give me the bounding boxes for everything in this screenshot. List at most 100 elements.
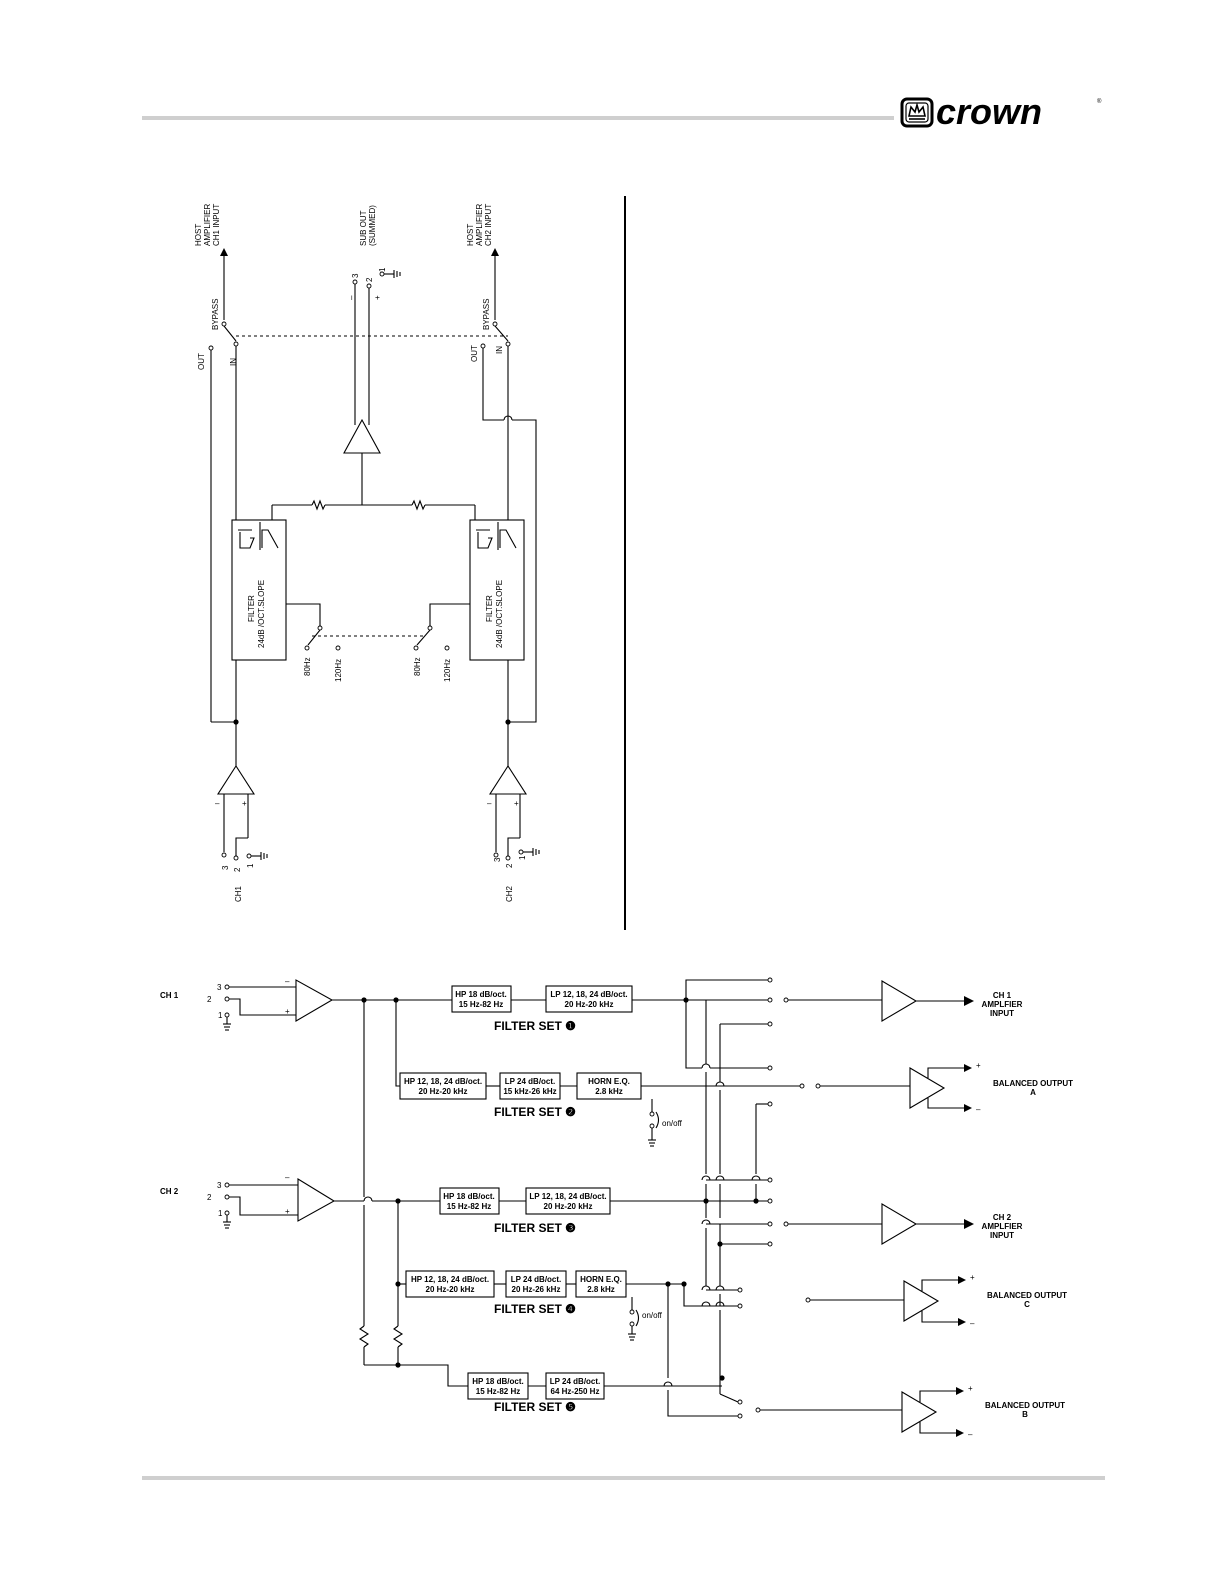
svg-text:120Hz: 120Hz [334, 659, 343, 682]
svg-text:1: 1 [378, 267, 387, 272]
header-rule [142, 116, 894, 120]
svg-text:CH 1: CH 1 [160, 991, 179, 1000]
svg-text:(SUMMED): (SUMMED) [368, 205, 377, 246]
balanced-output-a: + – BALANCED OUTPUT A [820, 1061, 1073, 1114]
svg-text:80Hz: 80Hz [303, 657, 312, 676]
svg-text:–: – [968, 1430, 973, 1439]
svg-text:LP 12, 18, 24 dB/oct.: LP 12, 18, 24 dB/oct. [550, 990, 627, 999]
ch1-input-amp: – + 3 2 1 CH1 [215, 764, 268, 902]
svg-text:CH2 INPUT: CH2 INPUT [484, 204, 493, 246]
svg-text:BALANCED OUTPUT: BALANCED OUTPUT [985, 1401, 1065, 1410]
footer-rule [142, 1476, 1105, 1480]
svg-text:BYPASS: BYPASS [211, 299, 220, 330]
svg-text:C: C [1024, 1300, 1030, 1309]
svg-text:FILTER SET ❷: FILTER SET ❷ [494, 1105, 576, 1119]
svg-text:1: 1 [246, 863, 255, 868]
svg-text:FILTER: FILTER [485, 595, 494, 622]
svg-text:+: + [514, 799, 519, 808]
svg-text:+: + [285, 1007, 290, 1016]
svg-text:BYPASS: BYPASS [482, 299, 491, 330]
svg-text:HP 18 dB/oct.: HP 18 dB/oct. [443, 1192, 494, 1201]
svg-text:INPUT: INPUT [990, 1231, 1014, 1240]
svg-text:2: 2 [365, 277, 374, 282]
svg-text:AMPLIFIER: AMPLIFIER [203, 204, 212, 246]
svg-text:FILTER SET ❶: FILTER SET ❶ [494, 1019, 576, 1033]
svg-text:+: + [968, 1384, 973, 1393]
svg-text:OUT: OUT [197, 353, 206, 370]
svg-text:HOST: HOST [466, 224, 475, 246]
svg-text:2: 2 [207, 995, 212, 1004]
ch1-amplifier-output: CH 1 AMPLFIER INPUT [788, 980, 1023, 1022]
svg-text:+: + [242, 799, 247, 808]
svg-text:FILTER: FILTER [247, 595, 256, 622]
svg-text:2: 2 [233, 867, 242, 872]
ch2-host-label: HOST AMPLIFIER CH2 INPUT [466, 204, 493, 246]
svg-text:FILTER SET ❸: FILTER SET ❸ [494, 1221, 576, 1235]
svg-text:BALANCED OUTPUT: BALANCED OUTPUT [987, 1291, 1067, 1300]
svg-text:3: 3 [221, 865, 230, 870]
svg-text:CH1 INPUT: CH1 INPUT [212, 204, 221, 246]
svg-text:INPUT: INPUT [990, 1009, 1014, 1018]
svg-text:–: – [487, 799, 492, 808]
svg-text:IN: IN [229, 358, 238, 366]
column-divider [624, 196, 626, 930]
svg-text:CH 2: CH 2 [160, 1187, 179, 1196]
balanced-output-c: + – BALANCED OUTPUT C [810, 1273, 1067, 1328]
routing-switches [737, 977, 821, 1419]
svg-text:CH 2: CH 2 [993, 1213, 1012, 1222]
svg-text:3: 3 [493, 857, 502, 862]
svg-text:LP 24 dB/oct.: LP 24 dB/oct. [505, 1077, 556, 1086]
svg-text:+: + [976, 1061, 981, 1070]
svg-text:CH 1: CH 1 [993, 991, 1012, 1000]
svg-text:3: 3 [351, 273, 360, 278]
svg-text:20 Hz-20 kHz: 20 Hz-20 kHz [565, 1000, 614, 1009]
svg-text:+: + [285, 1207, 290, 1216]
ch2-amplifier-output: CH 2 AMPLFIER INPUT [788, 1203, 1023, 1245]
svg-text:+: + [970, 1273, 975, 1282]
svg-text:–: – [285, 977, 290, 986]
svg-text:HOST: HOST [194, 224, 203, 246]
svg-text:HORN E.Q.: HORN E.Q. [580, 1275, 622, 1284]
svg-text:20 Hz-20 kHz: 20 Hz-20 kHz [544, 1202, 593, 1211]
svg-text:HORN E.Q.: HORN E.Q. [588, 1077, 630, 1086]
svg-text:crown: crown [936, 94, 1042, 132]
svg-text:20 Hz-20 kHz: 20 Hz-20 kHz [426, 1285, 475, 1294]
svg-text:3: 3 [217, 983, 222, 992]
svg-text:15 Hz-82 Hz: 15 Hz-82 Hz [447, 1202, 491, 1211]
svg-text:AMPLFIER: AMPLFIER [982, 1000, 1023, 1009]
svg-text:HP 18 dB/oct.: HP 18 dB/oct. [455, 990, 506, 999]
svg-text:®: ® [1097, 98, 1102, 105]
svg-text:–: – [976, 1105, 981, 1114]
svg-text:120Hz: 120Hz [443, 659, 452, 682]
svg-text:SUB OUT: SUB OUT [359, 210, 368, 246]
svg-text:AMPLFIER: AMPLFIER [982, 1222, 1023, 1231]
svg-text:A: A [1030, 1088, 1036, 1097]
ch2-filter-box: FILTER 24dB /OCT.SLOPE [469, 519, 525, 661]
svg-text:B: B [1022, 1410, 1028, 1419]
crown-logo: crown ® [900, 91, 1106, 134]
svg-text:–: – [285, 1173, 290, 1182]
svg-text:80Hz: 80Hz [413, 657, 422, 676]
svg-text:IN: IN [495, 346, 504, 354]
ch1-host-label: HOST AMPLIFIER CH1 INPUT [194, 204, 221, 246]
svg-text:+: + [373, 295, 382, 300]
svg-text:CH2: CH2 [505, 885, 514, 902]
svg-text:FILTER SET ❺: FILTER SET ❺ [494, 1400, 576, 1414]
svg-text:64 Hz-250 Hz: 64 Hz-250 Hz [551, 1387, 600, 1396]
svg-text:2: 2 [505, 863, 514, 868]
svg-text:15 Hz-82 Hz: 15 Hz-82 Hz [476, 1387, 520, 1396]
svg-text:BALANCED OUTPUT: BALANCED OUTPUT [993, 1079, 1073, 1088]
svg-text:FILTER SET ❹: FILTER SET ❹ [494, 1302, 576, 1316]
svg-text:1: 1 [518, 855, 527, 860]
svg-text:–: – [347, 295, 356, 300]
svg-text:LP 24 dB/oct.: LP 24 dB/oct. [550, 1377, 601, 1386]
balanced-output-b: + – BALANCED OUTPUT B [760, 1384, 1065, 1439]
svg-text:OUT: OUT [470, 345, 479, 362]
svg-text:LP 12, 18, 24 dB/oct.: LP 12, 18, 24 dB/oct. [529, 1192, 606, 1201]
svg-text:HP 12, 18, 24 dB/oct.: HP 12, 18, 24 dB/oct. [404, 1077, 482, 1086]
svg-text:15 Hz-82 Hz: 15 Hz-82 Hz [459, 1000, 503, 1009]
svg-text:2.8 kHz: 2.8 kHz [587, 1285, 615, 1294]
svg-text:–: – [970, 1319, 975, 1328]
svg-text:2.8 kHz: 2.8 kHz [595, 1087, 623, 1096]
svg-text:2: 2 [207, 1193, 212, 1202]
